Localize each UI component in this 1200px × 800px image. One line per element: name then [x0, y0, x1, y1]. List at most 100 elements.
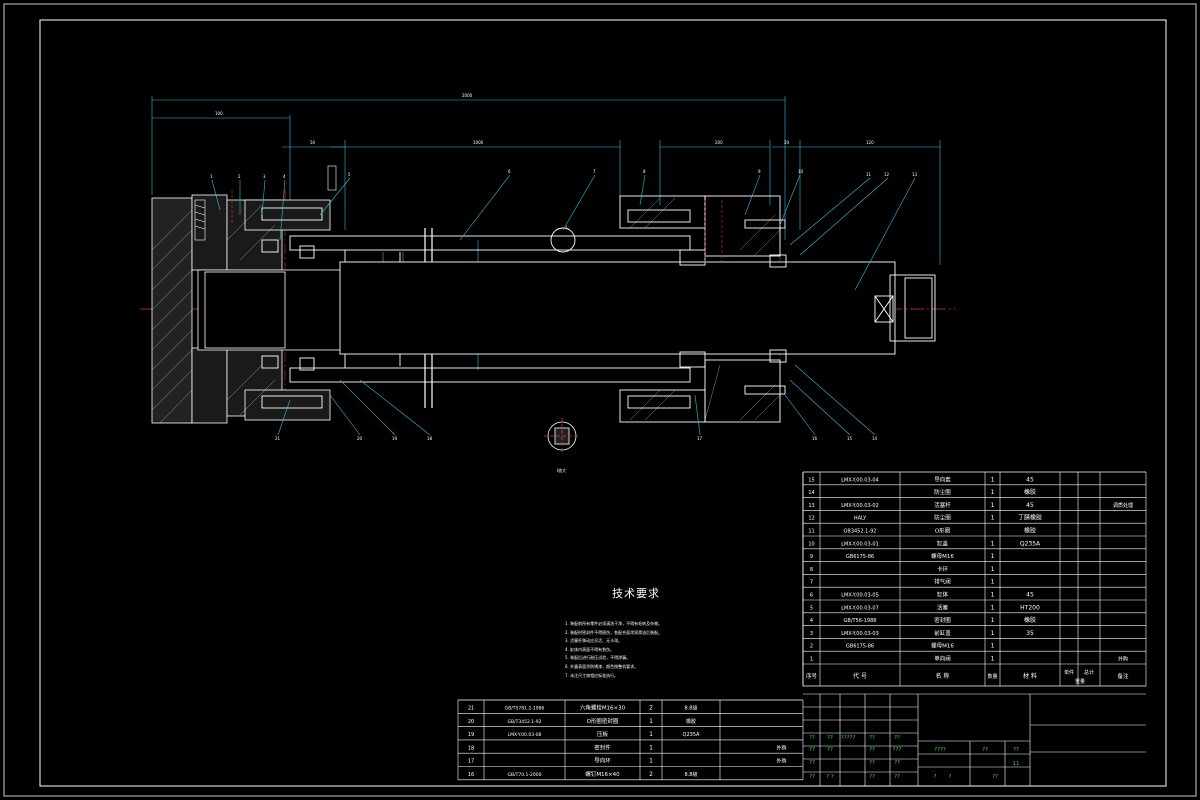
- svg-text:21: 21: [275, 436, 281, 441]
- bom-row-number: 17: [468, 759, 474, 765]
- bom-row: 9 GB6175-86 螺母M16 1: [810, 552, 995, 560]
- bom-row-qty: 1: [991, 553, 995, 560]
- bom-header-no: 序号: [806, 672, 818, 680]
- svg-text:5: 5: [348, 172, 351, 177]
- technical-note: 7. 未注尺寸按相应标准执行。: [565, 672, 619, 678]
- bom-row-note: 外购: [1118, 656, 1128, 663]
- bom-row: 20 GB/T3452.1-92 O形圈密封圈 1 橡胶: [468, 717, 696, 725]
- bom-row-code: HALY: [854, 516, 867, 522]
- bom-row-material: 橡胶: [1024, 527, 1036, 535]
- bom-row-qty: 1: [991, 540, 995, 547]
- title-block-cell: ? ?: [826, 774, 834, 780]
- bom-row-number: 11: [808, 529, 814, 535]
- title-block-cell: ??: [894, 735, 900, 741]
- bom-row-qty: 1: [649, 758, 653, 765]
- svg-text:14: 14: [872, 436, 878, 441]
- bom-row-material: 橡胶: [686, 718, 696, 725]
- bom-row-qty: 1: [991, 630, 995, 637]
- bom-row-number: 3: [810, 631, 813, 637]
- bom-row-name: 单向阀: [934, 655, 951, 663]
- bom-row-code: GB/T56-1988: [844, 618, 877, 624]
- svg-text:19: 19: [392, 436, 398, 441]
- svg-text:10: 10: [798, 169, 804, 174]
- bom-header-qty: 数量: [987, 673, 997, 680]
- bom-row-number: 7: [810, 580, 813, 586]
- svg-text:100: 100: [215, 111, 223, 116]
- bom-row-number: 2: [810, 644, 813, 650]
- svg-text:6: 6: [508, 169, 511, 174]
- bom-row-name: 密封圈: [934, 616, 951, 624]
- bom-row-name: 活塞: [937, 603, 949, 611]
- assembly-drawing: 2000 100 50 1000 200 20 120: [140, 93, 955, 473]
- technical-note: 3. 活塞杆移动应灵活、无卡滞。: [565, 638, 623, 644]
- bom-row-code: LMX-Y.00.03-08: [508, 732, 542, 738]
- title-block-cell: ???: [893, 747, 902, 753]
- svg-text:17: 17: [697, 436, 703, 441]
- technical-note: 2. 装配时密封件不得损伤，各配合面涂润滑油后装配。: [565, 629, 663, 635]
- bom-row-number: 15: [808, 477, 814, 483]
- bom-row-name: 排气阀: [934, 578, 951, 586]
- bom-row-name: 螺钉M16×40: [585, 770, 620, 778]
- bom-row-qty: 1: [649, 744, 653, 751]
- svg-text:8: 8: [643, 169, 646, 174]
- bom-row-number: 9: [810, 554, 813, 560]
- bom-row-material: 45: [1026, 476, 1034, 483]
- bom-row-code: GB/T3452.1-92: [508, 719, 542, 725]
- bom-row-code: GB6175-86: [846, 554, 874, 560]
- bom-row-number: 8: [810, 567, 813, 573]
- bom-row-name: O形圈密封圈: [587, 717, 619, 725]
- bom-row-number: 19: [468, 732, 474, 738]
- svg-text:18: 18: [427, 436, 433, 441]
- bom-row-code: LMX-Y.00.03-01: [841, 541, 879, 547]
- svg-text:12: 12: [884, 172, 890, 177]
- bom-row-code: GB/T70.1-2000: [508, 772, 542, 778]
- bom-row-material: 45: [1026, 592, 1034, 599]
- outer-border: [3, 3, 1197, 797]
- bom-row-qty: 1: [649, 718, 653, 725]
- bom-row-qty: 1: [649, 731, 653, 738]
- svg-text:2: 2: [238, 174, 241, 179]
- bom-row-qty: 2: [649, 705, 653, 712]
- title-block-cell: ?: [934, 774, 937, 780]
- bom-row-qty: 1: [991, 643, 995, 650]
- bom-row-number: 4: [810, 618, 813, 624]
- bom-row-note: 外购: [776, 758, 786, 765]
- bom-row-qty: 1: [991, 566, 995, 573]
- bom-header-material: 材 料: [1023, 672, 1037, 680]
- svg-text:4: 4: [283, 174, 286, 179]
- svg-text:20: 20: [357, 436, 363, 441]
- bom-row-material: 35: [1026, 630, 1034, 637]
- svg-text:9: 9: [758, 169, 761, 174]
- svg-text:2000: 2000: [462, 93, 473, 98]
- bom-row-code: LMX-Y.00.03-07: [841, 605, 879, 611]
- bom-header-name: 名 称: [936, 672, 950, 680]
- title-block-cell: ??: [869, 747, 875, 753]
- bom-row-name: 螺母M16: [931, 552, 954, 560]
- title-block-cell: ??: [809, 747, 815, 753]
- svg-text:13: 13: [912, 172, 918, 177]
- bom-row-qty: 1: [991, 476, 995, 483]
- bom-row-material: 丁腈橡胶: [1018, 514, 1042, 522]
- bom-row-material: 8.8级: [685, 705, 698, 712]
- bom-row-number: 13: [808, 503, 814, 509]
- bom-row-qty: 1: [991, 617, 995, 624]
- svg-text:3: 3: [263, 174, 266, 179]
- bom-row-name: 前缸盖: [934, 629, 951, 637]
- bom-row-qty: 1: [991, 489, 995, 496]
- bom-row-number: 14: [808, 490, 814, 496]
- bom-row-name: 螺母M16: [931, 642, 954, 650]
- bom-header-unit: 单件: [1064, 669, 1074, 676]
- title-block-cell: 11: [1013, 761, 1020, 767]
- detail-view-i: [544, 418, 580, 454]
- inner-border: [39, 19, 1167, 787]
- bom-row-number: 20: [468, 719, 474, 725]
